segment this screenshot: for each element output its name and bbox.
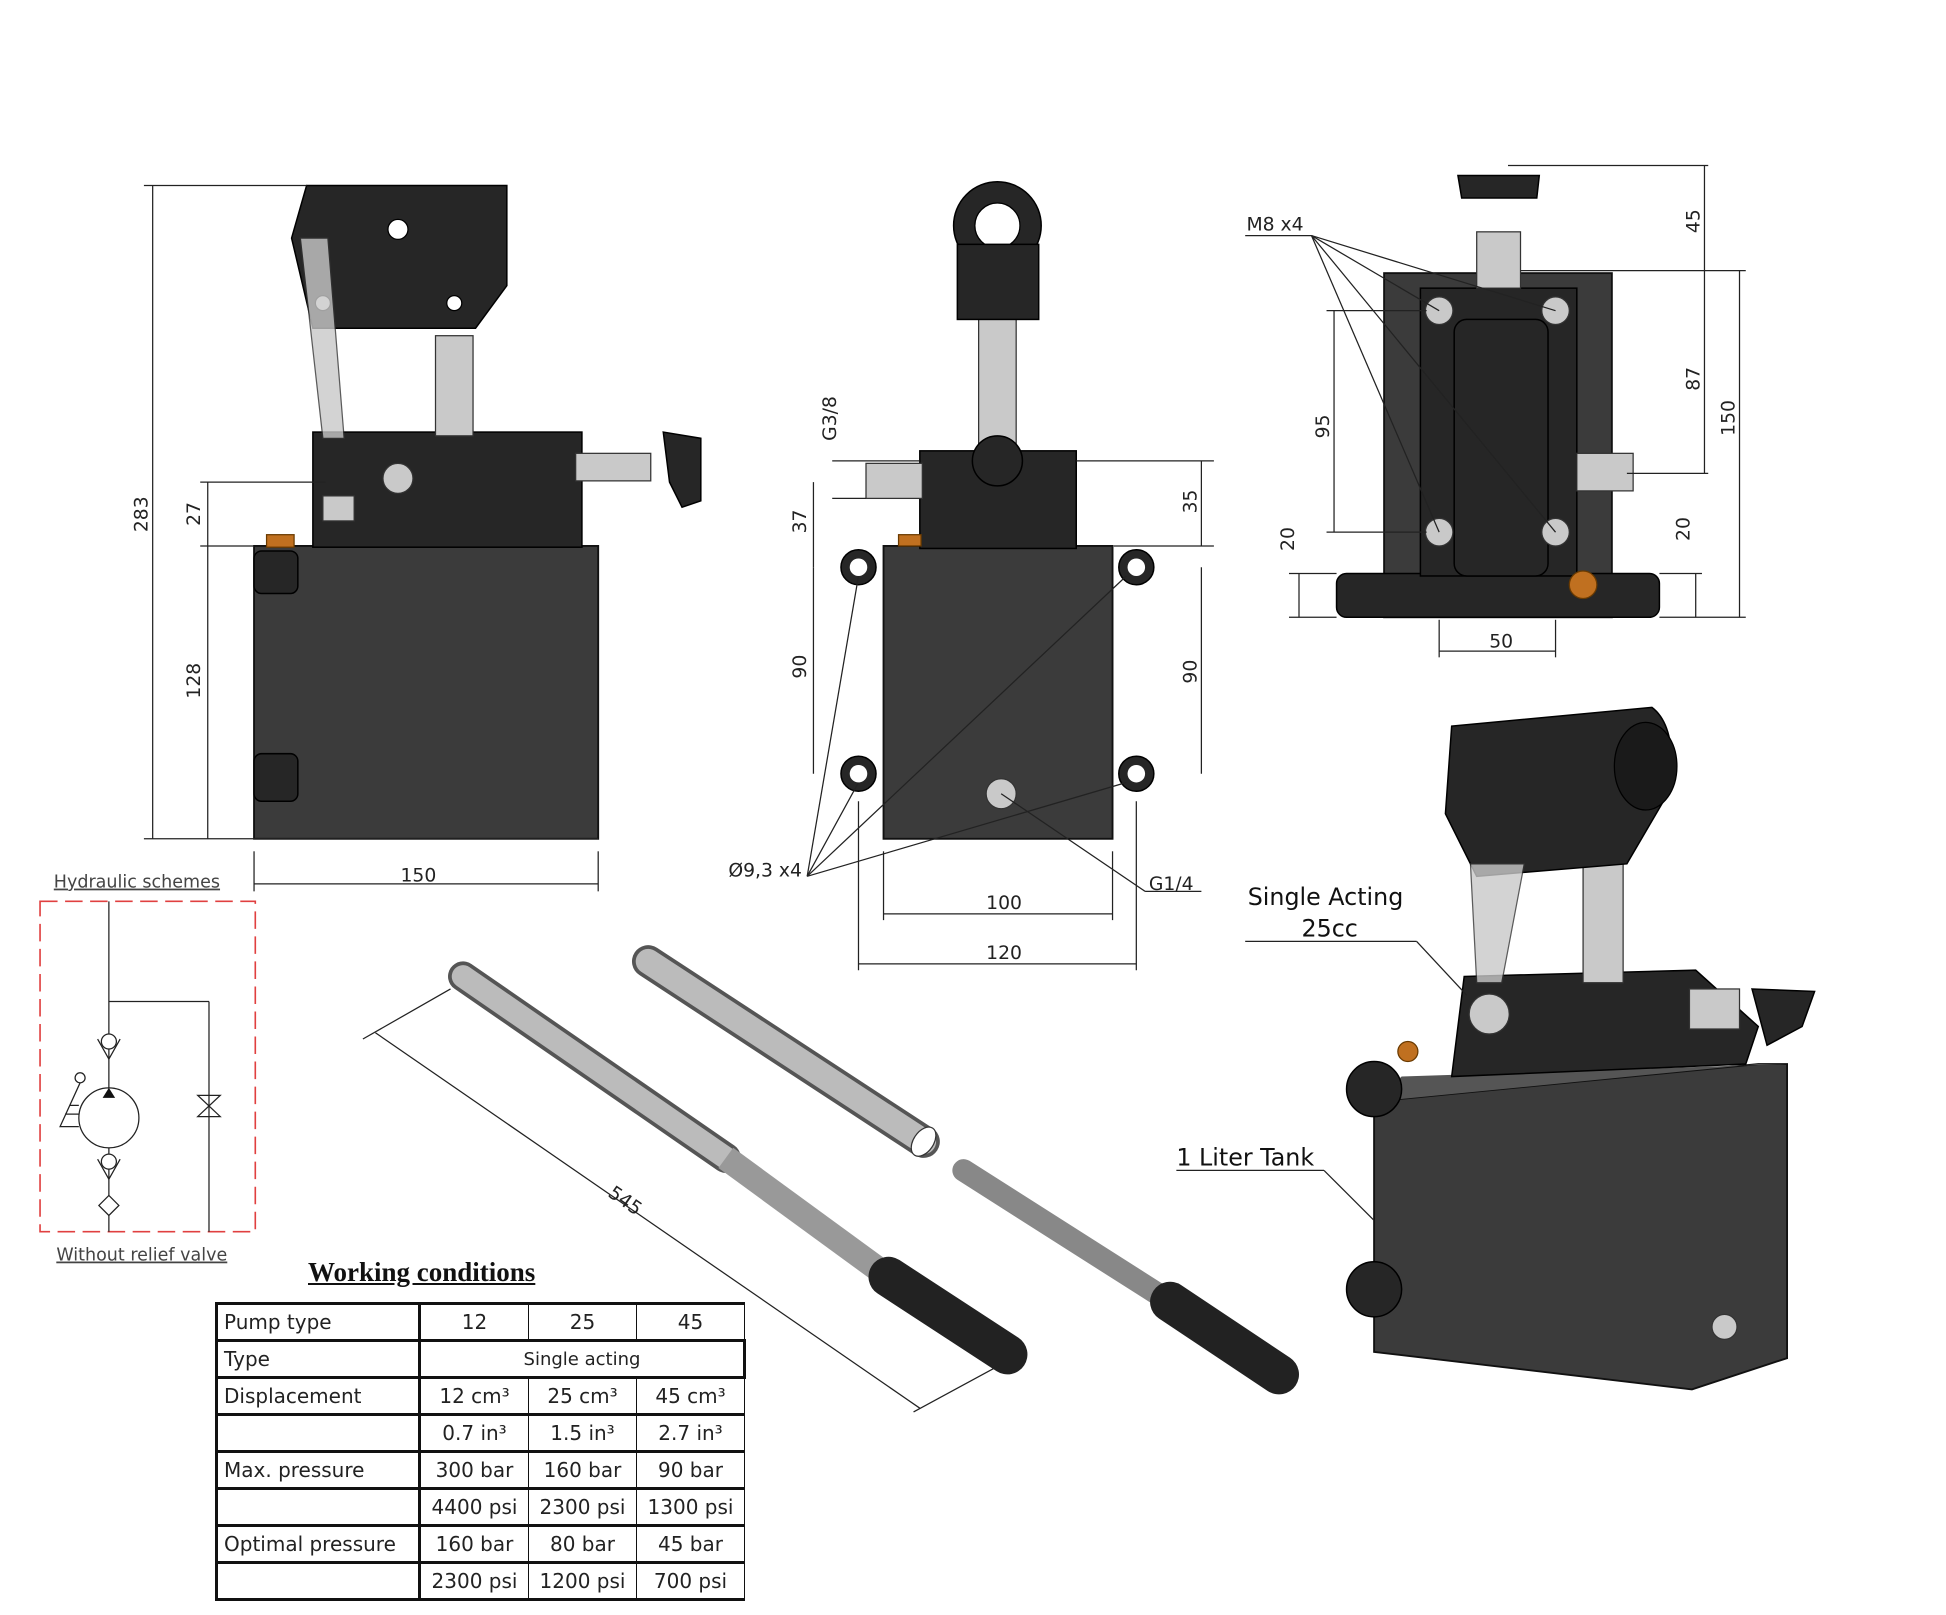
cell: 2.7 in³ (636, 1413, 745, 1453)
dim-120: 120 (986, 943, 1022, 964)
row-label (215, 1413, 421, 1453)
single-acting-volume: 25cc (1302, 914, 1358, 942)
hydraulic-schemes-title: Hydraulic schemes (54, 873, 220, 893)
dim-20-right: 20 (1673, 517, 1694, 541)
dim-95: 95 (1313, 414, 1334, 438)
row-label (215, 1561, 421, 1601)
cell: 300 bar (419, 1450, 529, 1490)
dim-283: 283 (132, 496, 153, 532)
bolt-callout: M8 x4 (1246, 215, 1303, 236)
cell: 45 bar (636, 1524, 745, 1564)
column-header: 25 (528, 1302, 637, 1342)
type-value: Single acting (418, 1339, 746, 1379)
row-label: Displacement (215, 1376, 421, 1416)
dim-90-right: 90 (1180, 660, 1201, 684)
row-label (215, 1487, 421, 1527)
cell: 90 bar (636, 1450, 745, 1490)
cell: 1300 psi (636, 1487, 745, 1527)
side-view: 283 27 128 150 (132, 184, 702, 892)
cell: 25 cm³ (528, 1376, 637, 1416)
table-row: Type Single acting (215, 1339, 746, 1379)
cell: 1.5 in³ (528, 1413, 637, 1453)
dim-150: 150 (400, 865, 436, 886)
row-label: Type (215, 1339, 421, 1379)
column-header: 12 (419, 1302, 529, 1342)
column-header: 45 (636, 1302, 745, 1342)
dim-45: 45 (1683, 209, 1704, 233)
dim-128: 128 (184, 663, 205, 699)
cell: 4400 psi (419, 1487, 529, 1527)
mounting-holes (840, 548, 1155, 792)
isometric-view: Single Acting 25cc 1 Liter Tank (1176, 706, 1816, 1391)
handles: 545 (362, 945, 1300, 1413)
cell: 1200 psi (528, 1561, 637, 1601)
cell: 2300 psi (419, 1561, 529, 1601)
cell: 700 psi (636, 1561, 745, 1601)
cell: 160 bar (419, 1524, 529, 1564)
cell: 80 bar (528, 1524, 637, 1564)
cell: 45 cm³ (636, 1376, 745, 1416)
dim-50: 50 (1489, 631, 1513, 652)
top-view: M8 x4 45 87 150 95 20 20 50 (1245, 164, 1746, 658)
cell: 12 cm³ (419, 1376, 529, 1416)
working-conditions-title: Working conditions (308, 1257, 536, 1287)
dim-37: 37 (790, 510, 811, 534)
row-label: Optimal pressure (215, 1524, 421, 1564)
front-view: G3/8 37 35 90 90 Ø9,3 x4 G1/4 100 120 (728, 181, 1214, 971)
dim-35: 35 (1180, 490, 1201, 514)
dim-g38: G3/8 (820, 396, 841, 441)
tank-label: 1 Liter Tank (1176, 1143, 1314, 1171)
dim-87: 87 (1683, 367, 1704, 391)
scheme-frame (39, 900, 257, 1233)
cell: 160 bar (528, 1450, 637, 1490)
cell: 0.7 in³ (419, 1413, 529, 1453)
row-label: Max. pressure (215, 1450, 421, 1490)
cell: 2300 psi (528, 1487, 637, 1527)
hydraulic-scheme: Hydraulic schemes Without relief valve (39, 873, 257, 1266)
scheme-caption: Without relief valve (56, 1246, 227, 1266)
dim-27: 27 (184, 502, 205, 526)
dim-150-top: 150 (1719, 400, 1740, 436)
single-acting-label: Single Acting (1248, 883, 1404, 911)
table-row: Pump type 12 25 45 (215, 1302, 745, 1342)
row-label: Pump type (215, 1302, 421, 1342)
hole-callout: Ø9,3 x4 (728, 860, 802, 881)
working-conditions-table: Pump type 12 25 45 Type Single acting Di… (215, 1302, 746, 1601)
drain-port-callout: G1/4 (1149, 874, 1194, 895)
dim-20-left: 20 (1278, 527, 1299, 551)
dim-90-left: 90 (790, 655, 811, 679)
dim-100: 100 (986, 893, 1022, 914)
